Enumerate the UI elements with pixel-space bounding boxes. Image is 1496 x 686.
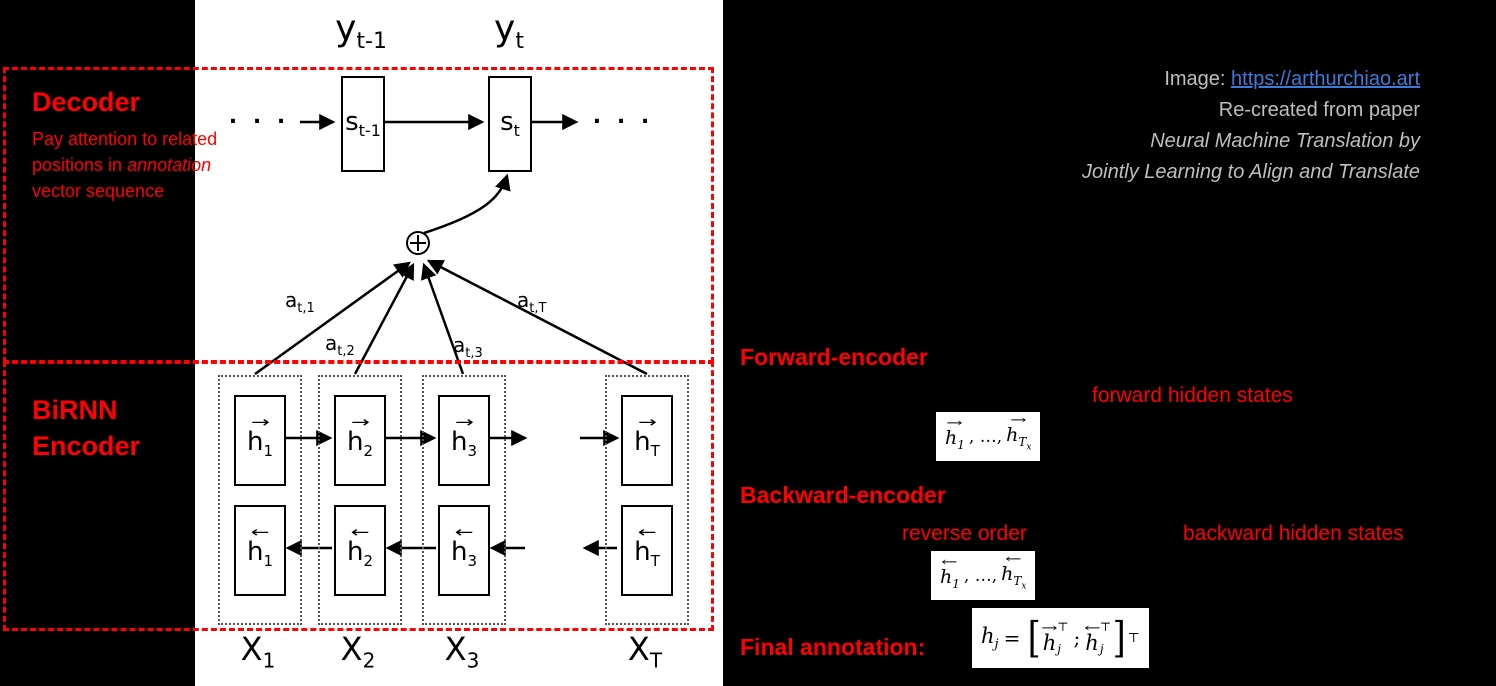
annotation-column-1 [218,375,302,625]
input-label-xT: XT [627,630,663,673]
input-label-x1: X1 [240,630,276,673]
diagram-panel: yt-1 yt st-1 st . . . . . . at,1 at,2 at… [195,0,723,686]
backward-formula-separator: , …, [963,565,998,586]
forward-encoder-label: Forward-encoder [740,344,928,370]
final-forward-term: →h [1041,620,1058,655]
forward-state-3-box: →h3 [438,395,490,486]
annotation-column-3 [422,375,506,625]
decoder-state-cur-label: st [500,107,520,141]
backward-states-formula: ←h1 , …, ←hTx [931,551,1036,601]
backward-state-2-label: ←h2 [346,522,374,571]
forward-state-T-box: →hT [621,395,673,486]
final-backward-term-scripts: ⊤j [1099,620,1112,656]
sum-node-icon [406,231,430,255]
decoder-caption-line2b: annotation [127,155,212,175]
backward-vec-h1: ←h1 [940,554,960,591]
decoder-flow-arrows [300,113,579,235]
annotation-column-T [605,375,689,625]
decoder-state-cur-box: st [488,76,532,172]
encoder-title: BiRNN Encoder [32,392,140,464]
backward-state-1-box: ←h1 [234,505,286,596]
backward-state-2-box: ←h2 [334,505,386,596]
forward-states-formula: →h1 , …, →hTx [936,412,1041,462]
forward-vec-h1: →h1 [945,415,965,452]
decoder-caption-line2a: positions in [32,155,128,175]
backward-state-1-label: ←h1 [246,522,274,571]
forward-state-2-box: →h2 [334,395,386,486]
forward-state-3-label: →h3 [450,412,478,461]
credit-line-2: Re-created from paper [1218,99,1420,121]
backward-state-3-label: ←h3 [450,522,478,571]
forward-vec-hTx: →hTx [1006,413,1032,453]
final-formula-lhs: hj [981,623,999,653]
final-annotation-label: Final annotation: [740,634,926,660]
diagram-arrows-layer [254,113,648,557]
credit-image-label: Image: [1164,68,1232,90]
decoder-caption-line1: Pay attention to related [32,129,218,149]
decoder-title: Decoder [32,87,141,117]
final-backward-term: ←h [1083,620,1101,655]
final-formula-equals: = [1003,626,1021,650]
backward-encoder-label: Backward-encoder [740,482,946,508]
forward-state-T-label: →hT [634,412,660,461]
annotation-column-2 [318,375,402,625]
attention-weight-3: at,3 [453,333,483,361]
credit-paper-title-line2: Jointly Learning to Align and Translate [1082,161,1420,183]
decoder-caption: Pay attention to related positions in an… [32,126,217,204]
final-formula-right-bracket: ] [1112,613,1126,662]
attention-arrows [254,259,648,376]
final-annotation-formula: hj = [ →h⊤j ; ←h⊤j ] ⊤ [972,608,1149,668]
forward-state-2-label: →h2 [346,412,374,461]
reverse-order-label: reverse order [902,522,1027,545]
attention-weight-T: at,T [517,288,547,316]
final-formula-left-bracket: [ [1027,613,1042,662]
final-forward-term-scripts: ⊤j [1057,620,1069,656]
encoder-title-line2: Encoder [32,431,141,461]
final-formula-semicolon: ; [1073,626,1081,650]
credit-paper-title-line1: Neural Machine Translation by [1150,130,1420,152]
ellipsis-left: . . . [228,104,290,129]
backward-state-3-box: ←h3 [438,505,490,596]
attention-weight-2: at,2 [325,331,355,359]
output-label-y-cur: yt [494,8,524,55]
decoder-state-prev-box: st-1 [341,76,385,172]
input-label-x2: X2 [340,630,376,673]
attention-weight-1: at,1 [285,288,315,316]
forward-hidden-states-label: forward hidden states [1092,384,1293,407]
encoder-region-outline [3,361,714,631]
credit-block: Image: https://arthurchiao.art Re-create… [900,64,1420,188]
encoder-title-line1: BiRNN [32,395,118,425]
backward-state-T-label: ←hT [634,522,660,571]
credit-link[interactable]: https://arthurchiao.art [1231,68,1420,90]
decoder-state-prev-label: st-1 [345,107,381,141]
decoder-region-outline [3,67,714,363]
ellipsis-right: . . . [592,104,654,129]
backward-hidden-states-label: backward hidden states [1183,522,1404,545]
forward-state-1-box: →h1 [234,395,286,486]
forward-formula-separator: , …, [968,426,1003,447]
decoder-caption-line3: vector sequence [32,181,165,201]
forward-state-1-label: →h1 [246,412,274,461]
output-label-y-prev: yt-1 [335,8,387,55]
final-formula-outer-transpose: ⊤ [1127,630,1140,646]
input-label-x3: X3 [444,630,480,673]
credit-line-1: Image: https://arthurchiao.art [900,64,1420,95]
backward-state-T-box: ←hT [621,505,673,596]
backward-vec-hTx: ←hTx [1001,552,1027,592]
